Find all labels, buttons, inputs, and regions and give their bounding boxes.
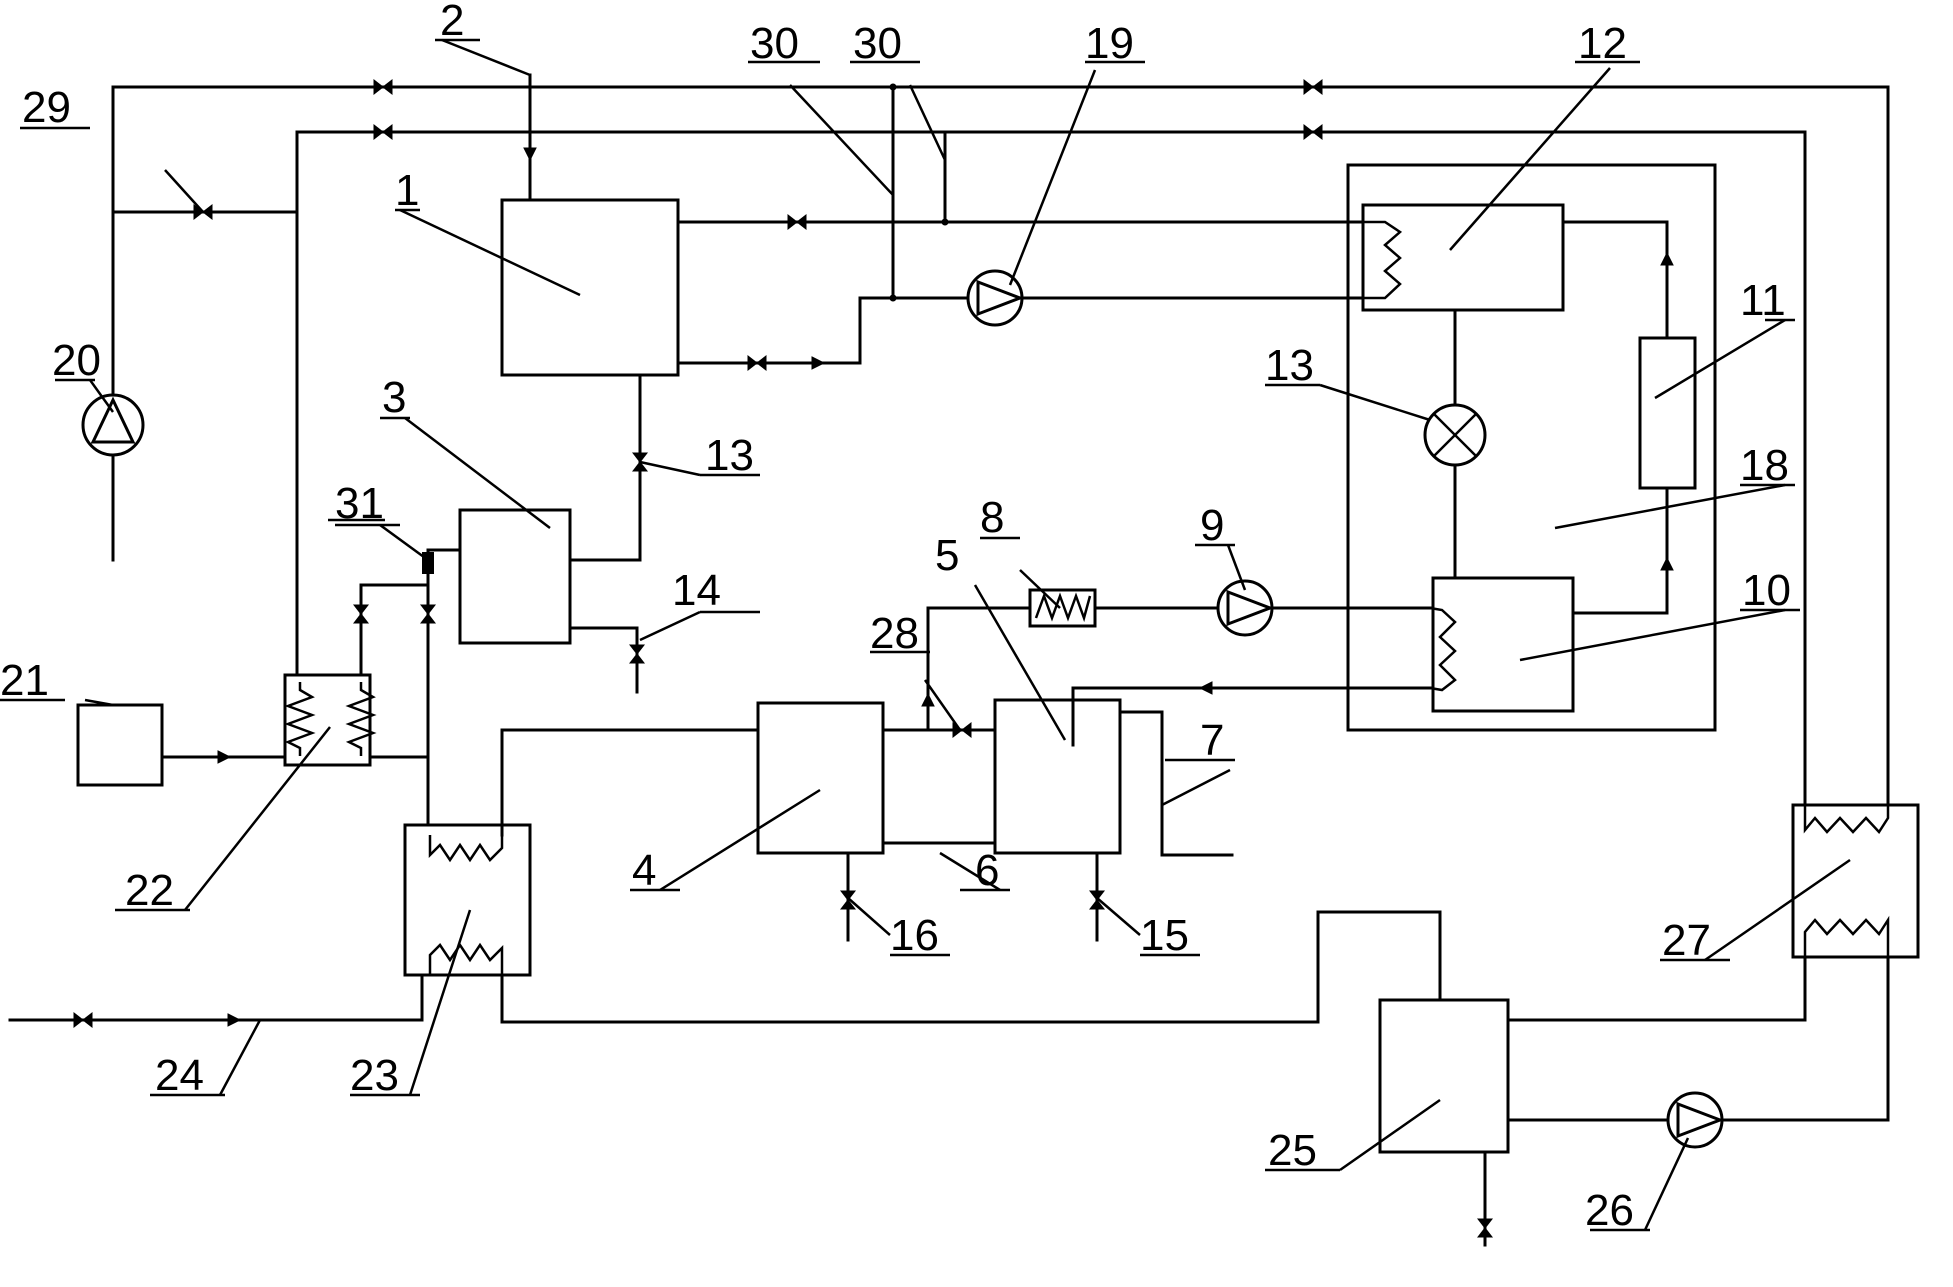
hx22-upper-line <box>359 583 430 694</box>
separator3-inlet <box>426 548 462 757</box>
tank-5 <box>993 698 1122 855</box>
separator3-drain-14 <box>568 626 639 694</box>
leader-lines <box>84 38 1851 1231</box>
expansion-valve-icon[interactable] <box>1423 403 1487 467</box>
label-4: 4 <box>632 846 656 895</box>
tank1-lower-outlet <box>676 296 967 370</box>
valve-icon[interactable] <box>787 214 807 230</box>
line-24-inlet <box>8 973 424 1027</box>
label-9: 9 <box>1200 501 1224 550</box>
label-18: 18 <box>1740 441 1789 490</box>
line-21-to-22 <box>160 750 287 764</box>
top-return-line-inner <box>295 130 1807 807</box>
valve-icon[interactable] <box>73 1012 93 1028</box>
condenser-12 <box>1361 203 1565 312</box>
label-2: 2 <box>440 0 464 45</box>
unit-21 <box>76 703 164 787</box>
compressor-11 <box>1638 336 1697 490</box>
heat-exchanger-23 <box>403 823 532 977</box>
label-7: 7 <box>1200 716 1224 765</box>
label-30: 30 <box>853 19 902 68</box>
valve-icon[interactable] <box>747 355 767 371</box>
label-8: 8 <box>980 493 1004 542</box>
tank5-return-line <box>1071 681 1458 747</box>
label-13b: 13 <box>1265 341 1314 390</box>
coil-icon <box>1028 588 1097 628</box>
label-22: 22 <box>125 866 174 915</box>
heat-pump-unit-18 <box>1346 163 1717 732</box>
coil-icon <box>1363 220 1403 300</box>
pump-icon[interactable] <box>966 269 1025 327</box>
label-21: 21 <box>0 656 49 705</box>
valve-icon[interactable] <box>373 79 393 95</box>
label-1: 1 <box>395 166 419 215</box>
label-29: 29 <box>22 83 71 132</box>
label-20: 20 <box>52 336 101 385</box>
valve-icon[interactable] <box>840 890 856 910</box>
label-25: 25 <box>1268 1126 1317 1175</box>
label-5: 5 <box>935 531 959 580</box>
label-26: 26 <box>1585 1186 1634 1235</box>
label-12: 12 <box>1578 19 1627 68</box>
filter-icon <box>422 552 434 574</box>
hx22-to-hx23-line <box>368 755 430 837</box>
component-labels: 2 1 3 13 14 31 30 30 19 12 13 11 18 10 8… <box>0 0 1791 1235</box>
label-27: 27 <box>1662 916 1711 965</box>
tank-1 <box>500 198 680 377</box>
label-11: 11 <box>1740 276 1786 325</box>
hx23-outlet-to-25 <box>500 910 1442 1024</box>
line-28 <box>881 606 1032 732</box>
coil-icon <box>428 828 504 975</box>
label-30: 30 <box>750 19 799 68</box>
valve-icon[interactable] <box>1303 124 1323 140</box>
evaporator-10 <box>1431 576 1575 713</box>
feed-line-2 <box>523 73 537 202</box>
coil-icon <box>284 682 377 756</box>
label-underlines <box>0 38 1800 1232</box>
line-30 <box>889 83 949 302</box>
label-6: 6 <box>975 846 999 895</box>
label-15: 15 <box>1140 911 1189 960</box>
label-31: 31 <box>335 479 384 528</box>
label-13: 13 <box>705 431 754 480</box>
pump-icon[interactable] <box>1666 1091 1725 1149</box>
label-19: 19 <box>1085 19 1134 68</box>
valve-icon[interactable] <box>353 604 369 624</box>
label-16: 16 <box>890 911 939 960</box>
compressor-lines <box>1561 220 1674 615</box>
pump-icon[interactable] <box>1216 579 1275 637</box>
valve-icon[interactable] <box>1477 1218 1493 1238</box>
label-14: 14 <box>672 566 721 615</box>
separator-3 <box>458 508 572 645</box>
pump-icon[interactable] <box>81 393 145 457</box>
label-23: 23 <box>350 1051 399 1100</box>
valve-icon[interactable] <box>1303 79 1323 95</box>
coil-icon <box>1429 606 1457 692</box>
top-return-line-outer <box>111 85 1890 807</box>
tank-4 <box>756 701 885 855</box>
label-24: 24 <box>155 1051 204 1100</box>
hx23-to-tank4-line <box>500 728 760 837</box>
coil-icon <box>1803 805 1890 957</box>
outlet-7 <box>1118 710 1234 857</box>
label-10: 10 <box>1742 566 1791 615</box>
valve-icon[interactable] <box>373 124 393 140</box>
valve-icon[interactable] <box>629 644 645 664</box>
valve-icon[interactable] <box>420 604 436 624</box>
label-3: 3 <box>382 373 406 422</box>
label-28: 28 <box>870 609 919 658</box>
tank1-bottom-line <box>568 373 642 562</box>
valve-icon[interactable] <box>1089 890 1105 910</box>
